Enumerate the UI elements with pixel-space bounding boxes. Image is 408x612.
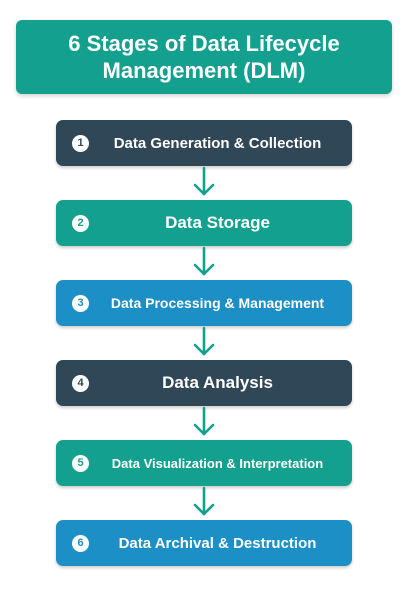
diagram-title: 6 Stages of Data Lifecycle Management (D… (68, 31, 340, 83)
stage-label: Data Visualization & Interpretation (111, 455, 324, 471)
stage-label: Data Generation & Collection (113, 134, 322, 152)
stage-label: Data Analysis (162, 373, 273, 392)
down-arrow-icon (193, 246, 215, 276)
title-banner: 6 Stages of Data Lifecycle Management (D… (16, 20, 392, 94)
stage-4: 4 Data Analysis (56, 360, 352, 406)
stage-number-badge: 4 (72, 374, 89, 392)
stage-5: 5 Data Visualization & Interpretation (56, 440, 352, 486)
down-arrow-icon (193, 406, 215, 436)
down-arrow-icon (193, 166, 215, 196)
stage-label: Data Processing & Management (110, 295, 325, 311)
stage-6: 6 Data Archival & Destruction (56, 520, 352, 566)
stage-1: 1 Data Generation & Collection (56, 120, 352, 166)
stage-number-badge: 6 (72, 534, 89, 552)
stage-label: Data Storage (165, 213, 270, 232)
stage-number-badge: 2 (72, 214, 89, 232)
stage-number-badge: 1 (72, 134, 89, 152)
stage-2: 2 Data Storage (56, 200, 352, 246)
stage-3: 3 Data Processing & Management (56, 280, 352, 326)
down-arrow-icon (193, 326, 215, 356)
stage-number-badge: 3 (72, 294, 89, 312)
down-arrow-icon (193, 486, 215, 516)
stage-label: Data Archival & Destruction (118, 534, 317, 552)
stage-number-badge: 5 (72, 454, 89, 472)
